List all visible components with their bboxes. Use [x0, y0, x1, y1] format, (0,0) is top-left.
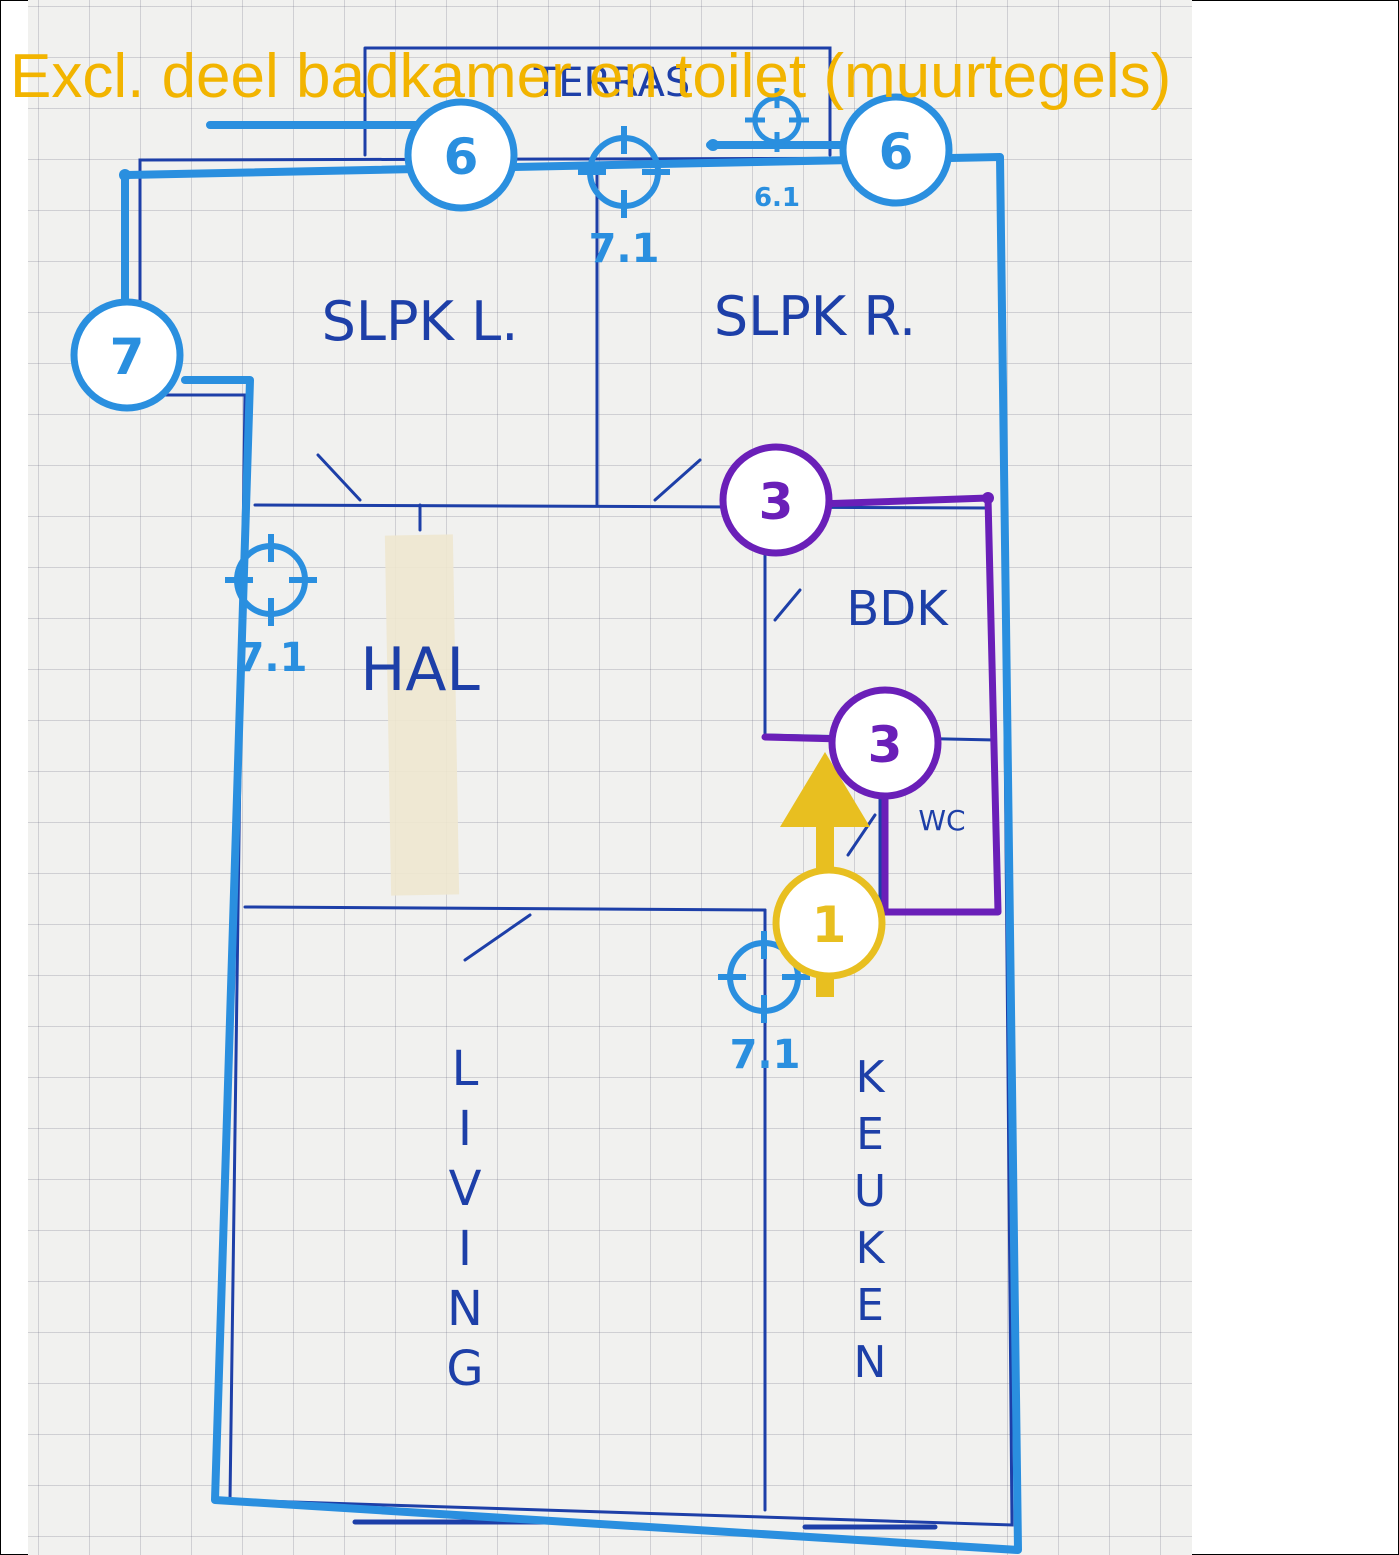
- door-slpk-r: [653, 458, 702, 502]
- blue-outline-path: [121, 121, 1022, 1554]
- door-wc: [846, 813, 877, 857]
- terrace-outline: [363, 46, 832, 157]
- crosshair-icon-kitchen: [718, 931, 810, 1023]
- svg-text:1: 1: [812, 896, 847, 954]
- room-label-wc: WC: [918, 804, 965, 837]
- svg-text:3: 3: [759, 473, 794, 531]
- badge-6-left: 6: [404, 98, 518, 212]
- badge-1: 1: [772, 866, 886, 980]
- door-living: [463, 913, 532, 962]
- title-overlay: Excl. deel badkamer en toilet (muurtegel…: [10, 42, 1172, 111]
- target-label-top-right: 6.1: [754, 183, 800, 213]
- svg-text:7: 7: [110, 328, 145, 386]
- svg-text:6: 6: [444, 128, 479, 186]
- door-slpk-l: [316, 453, 362, 502]
- crosshair-icon-hal: [225, 534, 317, 626]
- door-bdk: [773, 588, 802, 622]
- crosshair-icon-top-right: [745, 88, 809, 152]
- sketch-wall-hal-top: [253, 503, 992, 510]
- target-label-hal: 7.1: [237, 635, 308, 681]
- badge-3-bottom: 3: [828, 686, 942, 800]
- target-label-top-mid: 7.1: [589, 226, 660, 272]
- terrace-label: TERRAS: [533, 60, 690, 106]
- room-label-slpk-r: SLPK R.: [714, 285, 916, 348]
- room-label-slpk-l: SLPK L.: [322, 290, 519, 353]
- room-label-hal: HAL: [360, 635, 480, 705]
- target-label-kitchen: 7.1: [730, 1032, 801, 1078]
- sketch-wall-living-top: [243, 905, 767, 912]
- badge-6-right: 6: [839, 93, 953, 207]
- room-label-bdk: BDK: [846, 581, 949, 637]
- svg-text:6: 6: [879, 123, 914, 181]
- svg-text:3: 3: [868, 716, 903, 774]
- crosshair-icon-top-mid: [578, 126, 670, 218]
- badge-3-top: 3: [719, 443, 833, 557]
- badge-7: 7: [70, 298, 184, 412]
